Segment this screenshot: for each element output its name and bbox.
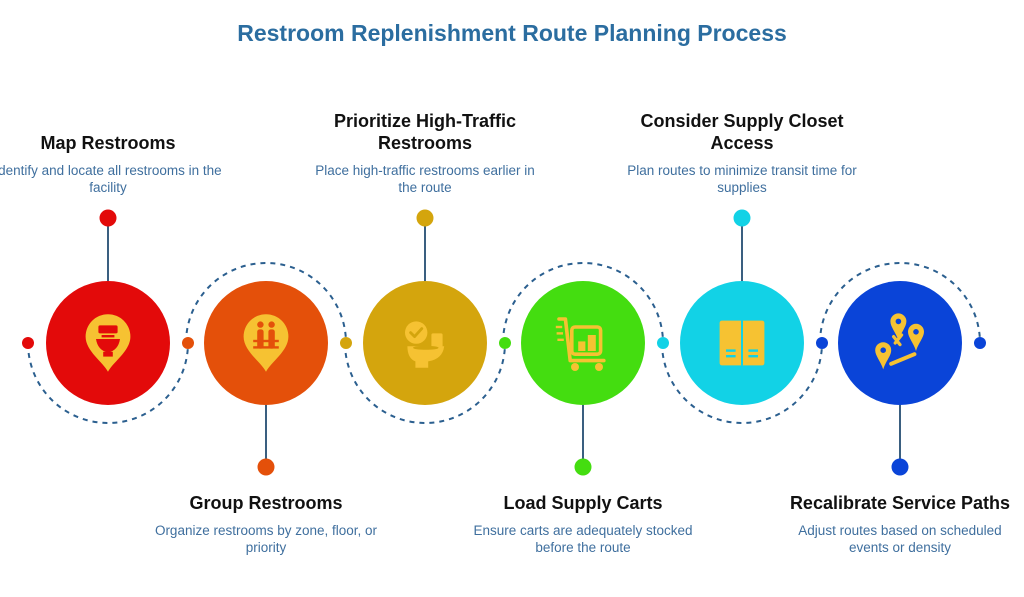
- page-title: Restroom Replenishment Route Planning Pr…: [237, 20, 787, 46]
- step-title: Map Restrooms: [40, 133, 176, 153]
- step-title: Consider Supply Closet Access: [640, 111, 844, 153]
- route-junction-dot: [657, 337, 669, 349]
- route-junction-dot: [22, 337, 34, 349]
- connector-dot: [891, 458, 909, 476]
- route-arc-2: [185, 262, 347, 344]
- route-junction-dot: [816, 337, 828, 349]
- route-arc-4: [502, 262, 664, 344]
- connector-dot: [733, 209, 751, 227]
- route-junction-dot: [340, 337, 352, 349]
- step-title: Recalibrate Service Paths: [789, 493, 1011, 513]
- step-description: Identify and locate all restrooms in the…: [0, 163, 222, 195]
- step-description: Ensure carts are adequately stocked befo…: [473, 523, 693, 555]
- step-description: Place high-traffic restrooms earlier in …: [315, 163, 535, 195]
- step-description: Plan routes to minimize transit time for…: [627, 163, 857, 195]
- step-description: Organize restrooms by zone, floor, or pr…: [154, 523, 378, 555]
- step-title: Prioritize High-Traffic Restrooms: [333, 111, 517, 153]
- route-arc-1: [27, 342, 189, 424]
- step-title: Group Restrooms: [189, 493, 343, 513]
- connector-dot: [574, 458, 592, 476]
- step-description: Adjust routes based on scheduled events …: [798, 523, 1002, 555]
- supply-closet-icon: [718, 319, 766, 367]
- route-arc-5: [661, 342, 823, 424]
- connector-dot: [257, 458, 275, 476]
- dashed-route-path: [22, 262, 986, 424]
- connector-dot: [416, 209, 434, 227]
- route-arc-6: [819, 262, 981, 344]
- route-junction-dot: [499, 337, 511, 349]
- connector-dot: [99, 209, 117, 227]
- route-junction-dot: [974, 337, 986, 349]
- route-arc-3: [344, 342, 506, 424]
- step-circle: [363, 281, 487, 405]
- route-junction-dot: [182, 337, 194, 349]
- step-title: Load Supply Carts: [503, 493, 663, 513]
- steps-layer: [46, 209, 962, 476]
